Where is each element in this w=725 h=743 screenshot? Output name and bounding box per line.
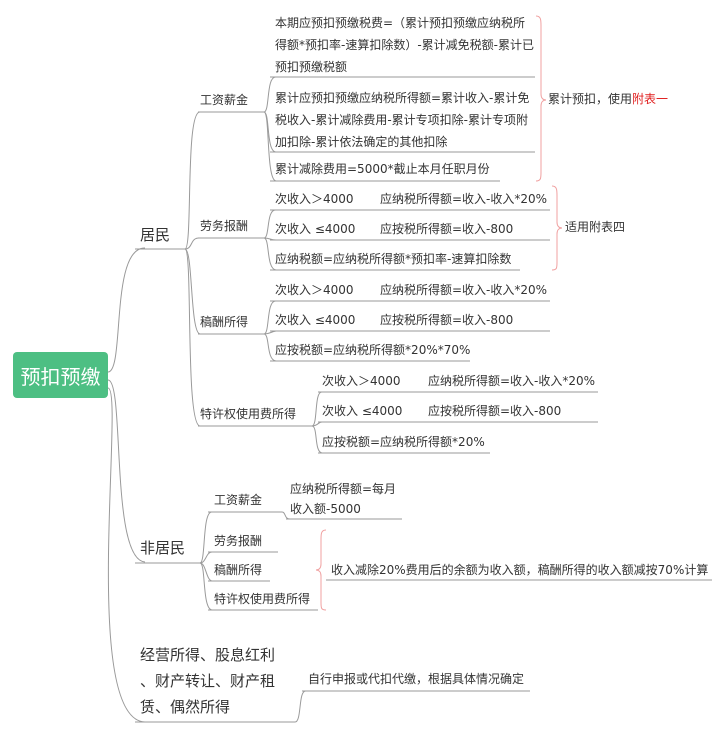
nonresident-salary-formula-line1: 应纳税所得额=每月 bbox=[290, 482, 397, 496]
royalty-cond-over-4000: 次收入＞4000 bbox=[275, 283, 354, 297]
franchise-tax-formula: 应按税额=应纳税所得额*20% bbox=[322, 435, 485, 449]
salary-formula-cumulative: 累计应预扣预缴应纳税所得额=累计收入-累计免税收入-累计减除费用-累计专项扣除-… bbox=[275, 91, 530, 149]
labor-note: 适用附表四 bbox=[565, 220, 626, 234]
business-note: 自行申报或代扣代缴，根据具体情况确定 bbox=[308, 672, 525, 686]
franchise-cond-over-4000: 次收入＞4000 bbox=[322, 374, 401, 388]
root-node[interactable]: 预扣预缴 bbox=[13, 352, 108, 398]
salary-note-link[interactable]: 附表一 bbox=[632, 92, 669, 106]
resident-labor-node[interactable]: 劳务报酬 bbox=[200, 219, 249, 233]
nonresident-labor-node[interactable]: 劳务报酬 bbox=[214, 534, 263, 548]
franchise-cond-under-4000: 次收入 ≤4000 bbox=[322, 404, 403, 418]
royalty-tax-formula: 应按税额=应纳税所得额*20%*70% bbox=[275, 343, 471, 357]
business-node-line2[interactable]: 、财产转让、财产租 bbox=[140, 672, 276, 690]
nonresident-note: 收入减除20%费用后的余额为收入额，稿酬所得的收入额减按70%计算 bbox=[331, 563, 709, 577]
labor-cond-under-4000: 次收入 ≤4000 bbox=[275, 222, 356, 236]
nonresident-node[interactable]: 非居民 bbox=[140, 539, 186, 557]
salary-note: 累计预扣，使用附表一 bbox=[548, 93, 668, 105]
business-node-line3[interactable]: 赁、偶然所得 bbox=[140, 698, 231, 716]
salary-formula-current: 本期应预扣预缴税费=（累计预扣预缴应纳税所得额*预扣率-速算扣除数）-累计减免税… bbox=[275, 16, 534, 74]
labor-formula-under-4000: 应按税所得额=收入-800 bbox=[380, 222, 514, 236]
labor-formula-over-4000: 应纳税所得额=收入-收入*20% bbox=[380, 192, 548, 206]
royalty-formula-over-4000: 应纳税所得额=收入-收入*20% bbox=[380, 283, 548, 297]
nonresident-royalty-node[interactable]: 稿酬所得 bbox=[214, 563, 263, 577]
franchise-formula-over-4000: 应纳税所得额=收入-收入*20% bbox=[428, 374, 596, 388]
royalty-formula-under-4000: 应按税所得额=收入-800 bbox=[380, 313, 514, 327]
nonresident-salary-node[interactable]: 工资薪金 bbox=[214, 493, 263, 507]
nonresident-franchise-node[interactable]: 特许权使用费所得 bbox=[214, 592, 311, 606]
labor-tax-formula: 应纳税额=应纳税所得额*预扣率-速算扣除数 bbox=[275, 252, 512, 266]
salary-formula-deduction: 累计减除费用=5000*截止本月任职月份 bbox=[275, 162, 490, 176]
franchise-formula-under-4000: 应按税所得额=收入-800 bbox=[428, 404, 562, 418]
resident-royalty-node[interactable]: 稿酬所得 bbox=[200, 315, 249, 329]
labor-cond-over-4000: 次收入＞4000 bbox=[275, 192, 354, 206]
resident-salary-node[interactable]: 工资薪金 bbox=[200, 93, 249, 107]
salary-note-prefix: 累计预扣，使用 bbox=[548, 92, 633, 106]
resident-node[interactable]: 居民 bbox=[140, 226, 171, 244]
royalty-cond-under-4000: 次收入 ≤4000 bbox=[275, 313, 356, 327]
business-node-line1[interactable]: 经营所得、股息红利 bbox=[140, 646, 276, 664]
resident-franchise-node[interactable]: 特许权使用费所得 bbox=[200, 407, 297, 421]
nonresident-salary-formula-line2: 收入额-5000 bbox=[290, 502, 361, 516]
